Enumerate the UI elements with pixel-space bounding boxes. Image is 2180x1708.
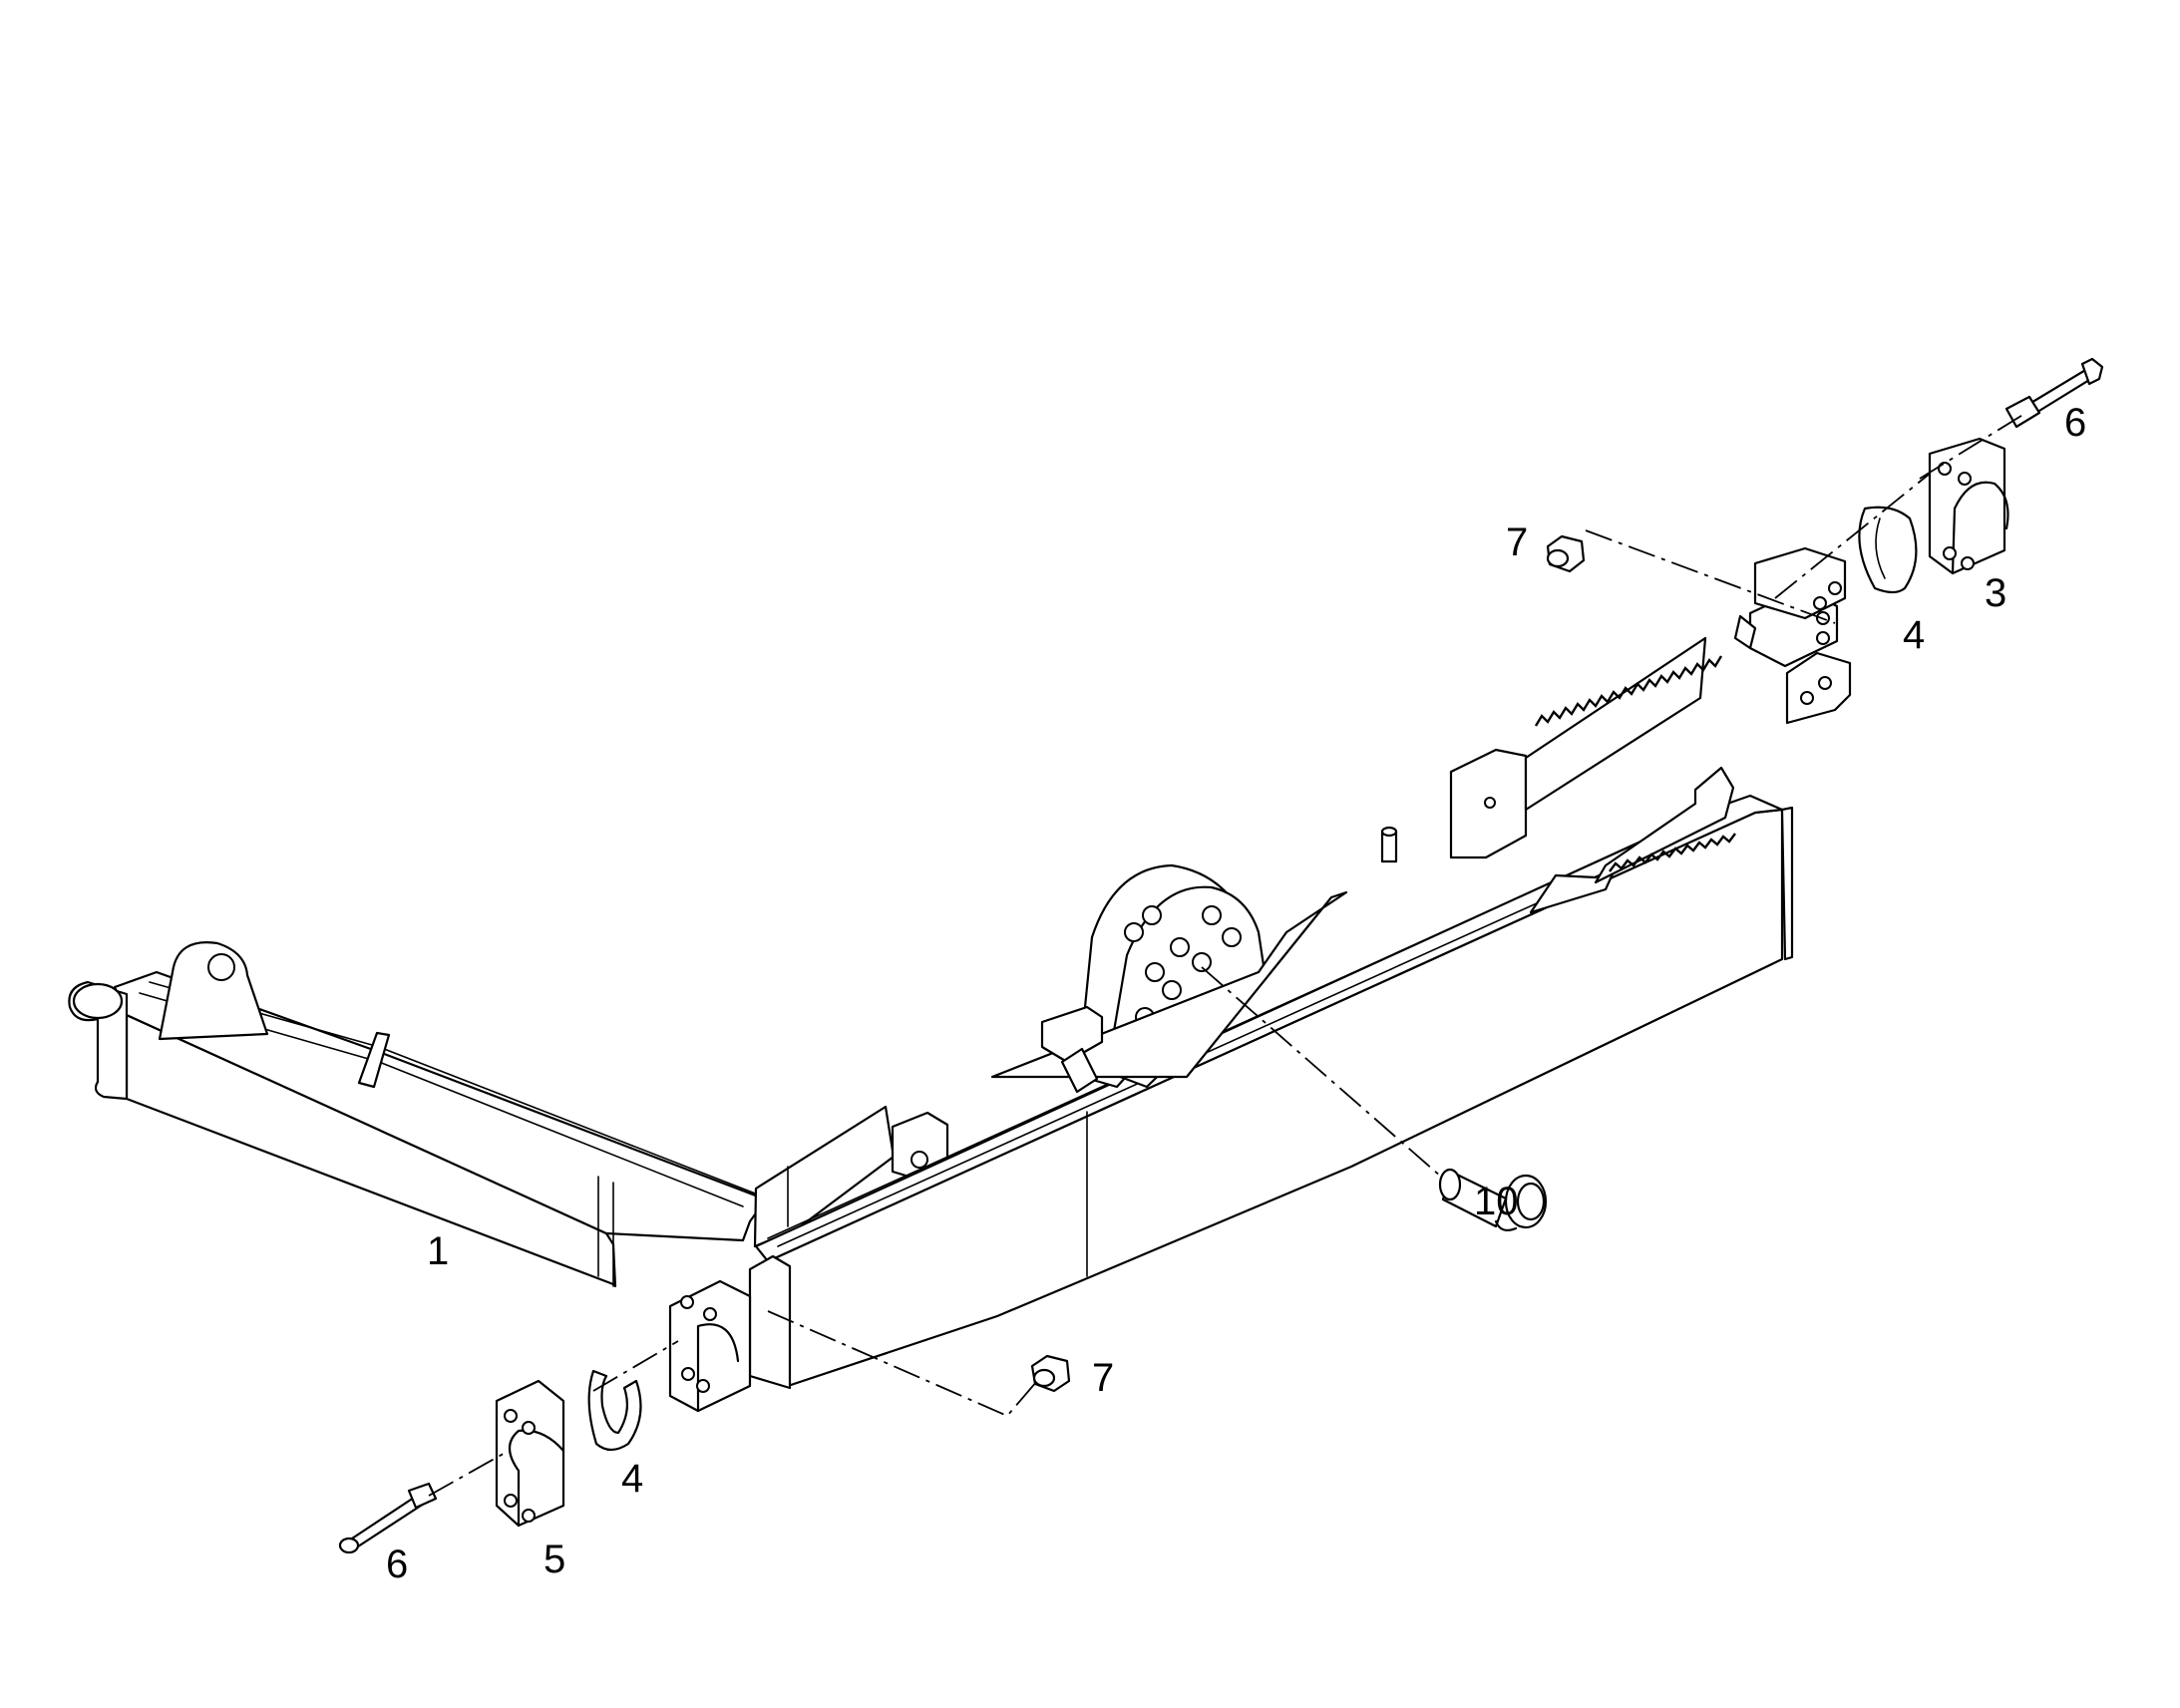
callout-4-upper: 4 [1903, 613, 1925, 657]
bushing-lower [587, 1369, 642, 1452]
part-4-bushing-lower [587, 1369, 642, 1452]
part-3-clamp [1928, 437, 2009, 575]
frame-clamp-left [668, 1279, 752, 1413]
callout-1: 1 [427, 1229, 449, 1273]
upper-rack-plate [1524, 636, 1707, 812]
callout-6-upper: 6 [2064, 401, 2086, 445]
callout-6-lower: 6 [386, 1542, 408, 1586]
right-beam-front-face [766, 808, 1784, 1388]
part-6-bolt-lower [338, 1482, 438, 1554]
part-5-clamp [495, 1379, 565, 1528]
tow-bracket [990, 863, 1348, 1094]
callout-7-upper: 7 [1506, 520, 1528, 564]
part-7-nut-lower [1030, 1354, 1071, 1393]
left-arm-plate [357, 1031, 391, 1089]
frame-clamp-upper [1753, 546, 1847, 620]
part-10-pin [1438, 1168, 1548, 1231]
callout-7-lower: 7 [1092, 1356, 1114, 1400]
right-beam-end-cap [1780, 806, 1794, 961]
lower-rack-plate [1594, 766, 1735, 884]
bushing-upper [1858, 506, 1918, 594]
right-end-lower-lug [1785, 651, 1852, 725]
part-7-nut-upper [1546, 534, 1586, 573]
lower-rack-teeth [1609, 833, 1736, 872]
upper-rack-teeth [1534, 655, 1723, 727]
tow-bracket-gusset [990, 890, 1348, 1079]
assembly-axis-lines [428, 413, 2025, 1497]
clamp-3-body [1928, 437, 2006, 575]
main-frame [68, 586, 1852, 1390]
callout-4-lower: 4 [621, 1457, 643, 1501]
callout-10: 10 [1474, 1180, 1519, 1223]
lifting-eye [158, 941, 269, 1041]
beam-front-end-block [748, 1254, 792, 1390]
callout-3: 3 [1985, 571, 2006, 615]
part-4-bushing-upper [1858, 506, 1918, 594]
callout-5: 5 [544, 1537, 565, 1581]
callout-labels: 1 3 4 4 5 6 6 7 7 10 [386, 401, 2086, 1586]
